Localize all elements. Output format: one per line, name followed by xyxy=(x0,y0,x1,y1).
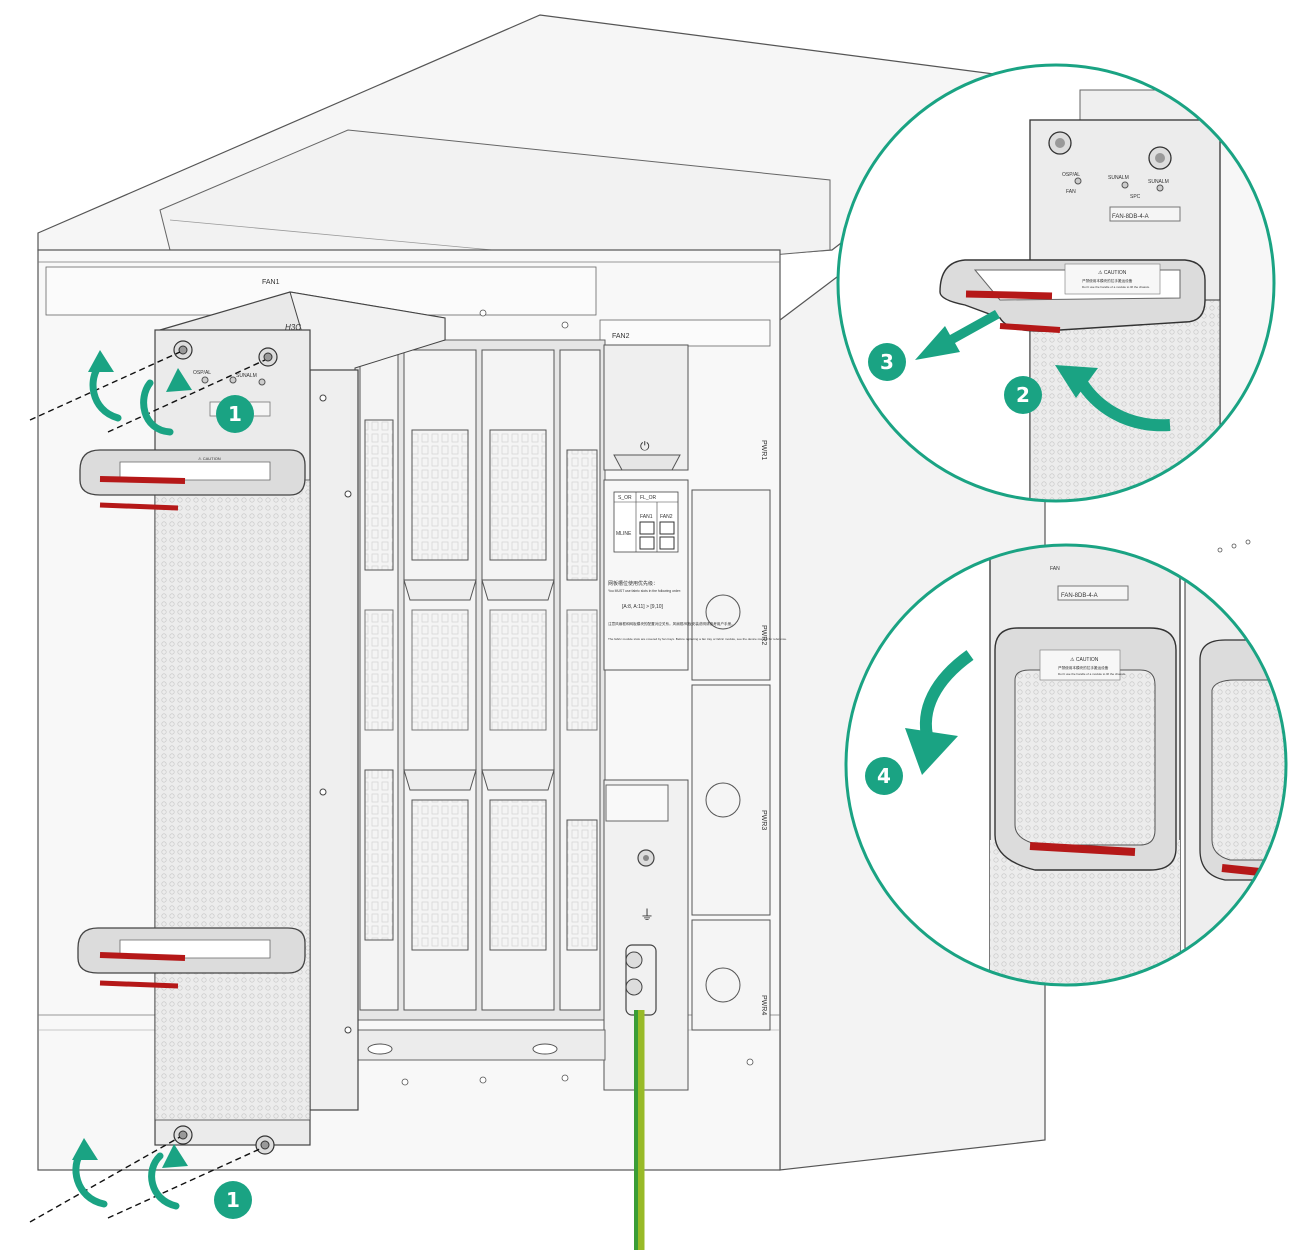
step-4-badge: 4 xyxy=(865,757,903,795)
notice-en-1: You MUST use fabric slots in the followi… xyxy=(608,589,681,593)
brand-logo: H3C xyxy=(285,323,301,332)
slot-label-pwr3: PWR3 xyxy=(760,810,767,830)
notice-header-2: FL_OR xyxy=(640,495,657,501)
step-3-badge: 3 xyxy=(868,343,906,381)
slot-label-pwr1: PWR1 xyxy=(760,440,767,460)
callout-led-label-4: SUNALM xyxy=(1148,179,1169,185)
notice-cn-2: 注意风扇框和网板模块的配置对应关系。风扇框/网板安装说明请参考用户手册。 xyxy=(608,621,735,626)
ground-wire xyxy=(634,1010,645,1250)
slot-label-fan2: FAN2 xyxy=(612,333,630,340)
slot-label-pwr4: PWR4 xyxy=(760,995,767,1015)
slot-label-fan1: FAN1 xyxy=(262,279,280,286)
callout-led-label-3: SUNALM xyxy=(1108,175,1129,181)
svg-text:3: 3 xyxy=(880,350,894,374)
svg-text:1: 1 xyxy=(228,402,242,426)
svg-text:4: 4 xyxy=(877,764,891,788)
fabric-modules xyxy=(359,349,601,1011)
notice-header-1: S_OR xyxy=(618,495,632,501)
notice-order: [A:8, A:11] > [9,10] xyxy=(622,604,664,610)
callout-model-text: FAN-8DB-4-A xyxy=(1112,214,1149,220)
callout2-caution-title: ⚠ CAUTION xyxy=(1070,657,1099,663)
callout2-caution-sticker xyxy=(1039,649,1121,681)
callout-caution-sticker xyxy=(1064,263,1161,295)
slot-label-pwr2: PWR2 xyxy=(760,625,767,645)
callout-caution-cn: 严禁使用本模块的拉手搬运设备 xyxy=(1082,278,1133,283)
callout-circle-upper: FAN-8DB-4-A OSP/AL FAN SUNALM SUNALM SPC… xyxy=(836,63,1276,503)
caution-title-front: ⚠ CAUTION xyxy=(198,456,221,461)
led-label-1: OSP/AL xyxy=(193,370,211,376)
notice-en-2: The fabric module slots are covered by f… xyxy=(608,637,787,641)
led-label-2: SUNALM xyxy=(236,373,257,379)
removed-fan-tray: H3C OSP/AL SUNALM ⚠ CAUTION xyxy=(77,291,446,1155)
callout2-model-label xyxy=(1057,585,1129,601)
fan2-module xyxy=(603,344,689,471)
bottom-handle xyxy=(77,927,306,989)
svg-text:1: 1 xyxy=(226,1188,240,1212)
slot-order-table xyxy=(613,491,679,553)
notice-header-3: FAN1 xyxy=(640,514,653,520)
step-1-top-badge: 1 xyxy=(216,395,254,433)
step-1-bottom-badge: 1 xyxy=(214,1181,252,1219)
power-slots xyxy=(691,489,771,1031)
chassis: FAN1 FAN2 PWR1 PWR2 PWR3 PWR4 ⏻ ⏚ S_OR F… xyxy=(37,14,1251,1171)
callout2-caution-en: Don't use the handle of a module to lift… xyxy=(1058,672,1126,676)
ground-panel xyxy=(603,779,689,1091)
callout-led-label-1: OSP/AL xyxy=(1062,172,1080,178)
screw-axes xyxy=(29,351,266,1223)
callout2-model-text: FAN-8DB-4-A xyxy=(1061,593,1098,599)
callout2-led-label: FAN xyxy=(1050,566,1060,572)
notice-side: MLINE xyxy=(616,531,632,537)
callout-led-label-2: FAN xyxy=(1066,189,1076,195)
callout-caution-en: Don't use the handle of a module to lift… xyxy=(1082,285,1150,289)
tray-side-frame xyxy=(309,369,359,1111)
step-2-badge: 2 xyxy=(1004,376,1042,414)
ground-icon: ⏚ xyxy=(640,907,654,923)
callout2-caution-cn: 严禁使用本模块的拉手搬运设备 xyxy=(1058,665,1109,670)
callout-led-label-5: SPC xyxy=(1130,194,1141,200)
notice-header-4: FAN2 xyxy=(660,514,673,520)
notice-cn-1: 网板槽位使用优先级： xyxy=(608,580,658,587)
power-icon: ⏻ xyxy=(640,439,650,453)
callout-caution-title: ⚠ CAUTION xyxy=(1098,270,1127,276)
top-handle xyxy=(79,449,306,511)
captive-screws xyxy=(173,340,278,1155)
callout-model-label xyxy=(1109,206,1181,222)
svg-text:2: 2 xyxy=(1016,383,1030,407)
